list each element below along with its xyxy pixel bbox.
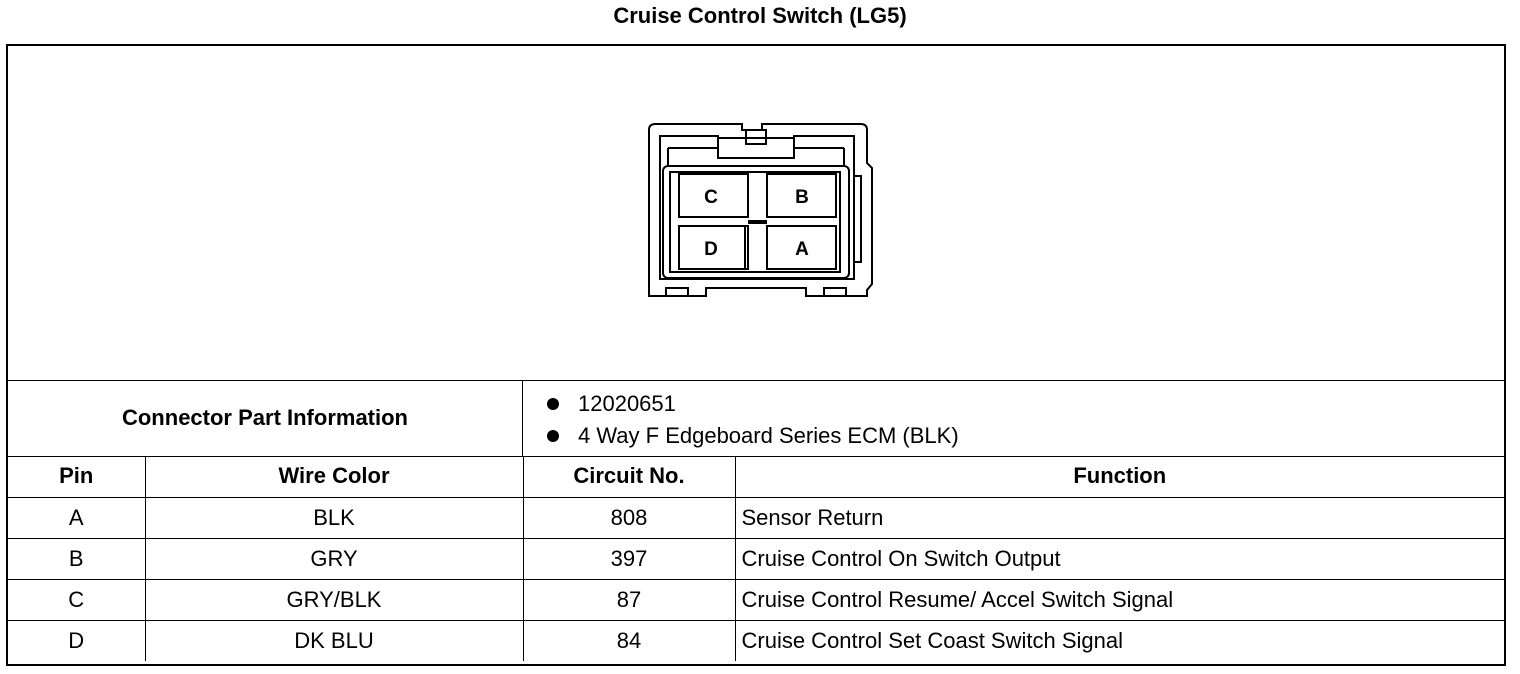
cell-circuit-no: 397 — [522, 537, 736, 580]
table-row: A BLK 808 Sensor Return — [8, 496, 1504, 539]
pin-table: Pin Wire Color Circuit No. Function A BL… — [8, 456, 1504, 661]
cell-pin: D — [8, 619, 146, 661]
page-title: Cruise Control Switch (LG5) — [613, 3, 907, 28]
connector-card: C B D A Connector Part Information 12020… — [6, 44, 1506, 666]
table-row: B GRY 397 Cruise Control On Switch Outpu… — [8, 537, 1504, 580]
cell-circuit-no: 84 — [522, 619, 736, 661]
cell-function: Cruise Control Resume/ Accel Switch Sign… — [734, 578, 1504, 621]
cell-function: Cruise Control Set Coast Switch Signal — [734, 619, 1504, 661]
cell-wire-color: GRY — [144, 537, 524, 580]
cell-function: Sensor Return — [734, 496, 1504, 539]
connector-part-info-label: Connector Part Information — [8, 380, 523, 456]
bullet-icon — [547, 398, 559, 410]
table-row: C GRY/BLK 87 Cruise Control Resume/ Acce… — [8, 578, 1504, 621]
cell-wire-color: DK BLU — [144, 619, 524, 661]
connector-cavity-block — [662, 165, 850, 279]
part-description: 4 Way F Edgeboard Series ECM (BLK) — [578, 423, 959, 448]
header-circuit-no: Circuit No. — [522, 456, 736, 498]
cell-circuit-no: 808 — [522, 496, 736, 539]
part-info-item: 4 Way F Edgeboard Series ECM (BLK) — [540, 420, 959, 452]
cell-circuit-no: 87 — [522, 578, 736, 621]
cavity-c — [678, 173, 749, 218]
cell-pin: C — [8, 578, 146, 621]
pin-label-a: A — [795, 239, 809, 260]
pin-label-c: C — [704, 187, 718, 208]
header-pin: Pin — [8, 456, 146, 498]
cell-pin: B — [8, 537, 146, 580]
cell-wire-color: GRY/BLK — [144, 578, 524, 621]
connector-latch — [717, 137, 795, 159]
connector-diagram-area: C B D A — [8, 46, 1504, 381]
connector-part-info-row: Connector Part Information 12020651 4 Wa… — [8, 380, 1504, 457]
bullet-icon — [547, 430, 559, 442]
cavity-a — [766, 225, 837, 270]
part-info-item: 12020651 — [540, 388, 959, 420]
cell-pin: A — [8, 496, 146, 539]
table-header-row: Pin Wire Color Circuit No. Function — [8, 456, 1504, 498]
connector-part-info-list: 12020651 4 Way F Edgeboard Series ECM (B… — [540, 388, 959, 452]
part-number: 12020651 — [578, 391, 676, 416]
cell-function: Cruise Control On Switch Output — [734, 537, 1504, 580]
header-wire-color: Wire Color — [144, 456, 524, 498]
pin-label-d: D — [704, 239, 718, 260]
table-row: D DK BLU 84 Cruise Control Set Coast Swi… — [8, 619, 1504, 661]
connector-foot-left — [665, 287, 689, 297]
connector-face-diagram: C B D A — [648, 123, 873, 297]
connector-latch-tab — [745, 129, 767, 145]
pin-label-b: B — [795, 187, 809, 208]
cavity-b — [766, 173, 837, 218]
cavity-d — [678, 225, 749, 270]
header-function: Function — [734, 456, 1504, 498]
cell-wire-color: BLK — [144, 496, 524, 539]
connector-foot-right — [823, 287, 847, 297]
connector-housing-outline — [648, 123, 873, 297]
